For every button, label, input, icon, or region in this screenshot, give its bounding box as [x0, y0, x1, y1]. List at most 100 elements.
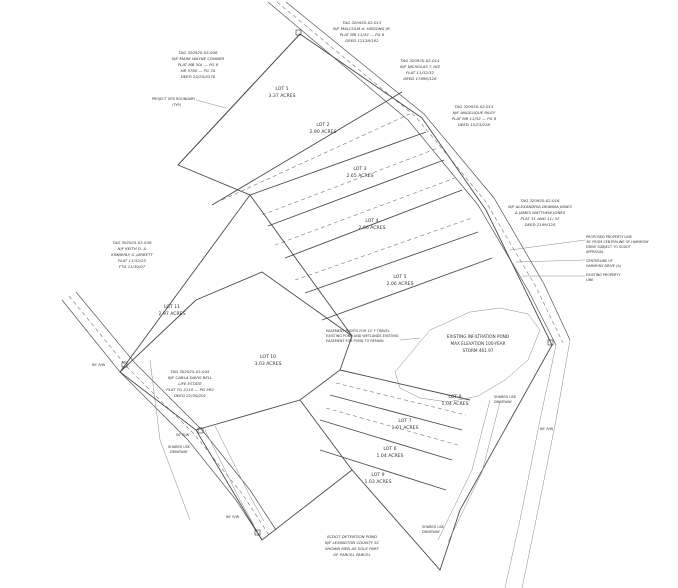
owner-conner-block: TAG 320920-03-006 N/F MARK WAYNE CONNER …: [172, 50, 225, 79]
owner-nicholas-block: TAG 320920-02-014 N/F NICHOLAS T. HIS PL…: [400, 58, 440, 81]
svg-text:LINE: LINE: [586, 278, 594, 282]
svg-text:PROPOSED PROPERTY LINE: PROPOSED PROPERTY LINE: [586, 235, 632, 239]
svg-text:DEED 15/23/258: DEED 15/23/258: [458, 122, 491, 127]
svg-text:EASEMENT FOR POND TO REMAIN: EASEMENT FOR POND TO REMAIN: [326, 339, 384, 343]
lot-5-name: LOT 5: [393, 274, 406, 280]
svg-text:CENTERLINE OF: CENTERLINE OF: [586, 259, 613, 263]
lot-4-area: 2.96 ACRES: [359, 225, 386, 231]
centerline-note: CENTERLINE OF HARMONY DRIVE (A): [515, 259, 622, 268]
svg-text:SHARED USE: SHARED USE: [422, 525, 444, 529]
svg-text:TAG 320920-02-014: TAG 320920-02-014: [401, 58, 440, 63]
lot-2-area: 2.90 ACRES: [310, 129, 337, 135]
lot-4-name: LOT 4: [365, 218, 378, 224]
svg-text:DEED 2189/120: DEED 2189/120: [525, 222, 556, 227]
svg-text:SHARED USE: SHARED USE: [168, 445, 190, 449]
svg-text:MAX ELEVATION 100-YEAR: MAX ELEVATION 100-YEAR: [451, 341, 506, 346]
svg-text:PROJECT SITE BOUNDARY: PROJECT SITE BOUNDARY: [152, 97, 196, 101]
svg-text:TAG 320920-03-006: TAG 320920-03-006: [179, 50, 218, 55]
row-label-1: 60' R/W: [92, 363, 106, 367]
svg-text:PLAT 11/32/25: PLAT 11/32/25: [118, 258, 147, 263]
svg-text:FTG 11/30/07: FTG 11/30/07: [119, 264, 146, 269]
svg-text:TAG 302025-03-045: TAG 302025-03-045: [171, 369, 210, 374]
svg-text:STORM 461.97: STORM 461.97: [462, 348, 493, 353]
svg-text:SCDOT DETENTION POND: SCDOT DETENTION POND: [327, 534, 377, 539]
lot-9-name: LOT 9: [371, 472, 384, 478]
svg-text:DEED 22/25/4576: DEED 22/25/4576: [181, 74, 216, 79]
svg-text:EXISTING POND AND WETLANDS EXI: EXISTING POND AND WETLANDS EXISTING: [326, 334, 399, 338]
svg-text:EXISTING PROPERTY: EXISTING PROPERTY: [586, 273, 621, 277]
owner-scdot-block: SCDOT DETENTION POND N/F LEXINGTON COUNT…: [325, 534, 380, 557]
shared-driveway-right-note: SHARED USE DRIVEWAY: [494, 395, 516, 404]
existing-property-line-note: EXISTING PROPERTY LINE: [522, 273, 621, 282]
svg-text:PLAT TG 2110 — PG 392: PLAT TG 2110 — PG 392: [166, 387, 214, 392]
svg-text:N/F ALEXANDRIA DEANNA JONES: N/F ALEXANDRIA DEANNA JONES: [508, 204, 572, 209]
svg-text:APPROVAL: APPROVAL: [586, 250, 604, 254]
lot-8-area: 1.04 ACRES: [442, 401, 469, 407]
proposed-property-line-note: PROPOSED PROPERTY LINE 30' FROM CENTERLI…: [509, 235, 650, 254]
lot-2-name: LOT 2: [316, 122, 329, 128]
svg-text:30' FROM CENTERLINE OF HARMONY: 30' FROM CENTERLINE OF HARMONY: [586, 240, 650, 244]
lot-6-area: 1.04 ACRES: [377, 453, 404, 459]
lot-lines: [119, 33, 493, 491]
svg-text:DRIVEWAY: DRIVEWAY: [170, 450, 189, 454]
svg-text:PLAT MB 11/32 — PG 8: PLAT MB 11/32 — PG 8: [340, 32, 385, 37]
owner-hissong-block: TAG 320920-02-013 N/F MALCOLM A. HISSONG…: [333, 20, 391, 43]
svg-text:DEED 12138/182: DEED 12138/182: [345, 38, 379, 43]
svg-text:PLAT 11/32/32: PLAT 11/32/32: [406, 70, 435, 75]
lot-9-area: 1.03 ACRES: [365, 479, 392, 485]
survey-monuments: [121, 29, 554, 536]
driveway-stripes: [204, 399, 501, 543]
svg-text:N/F MARK WAYNE CONNER: N/F MARK WAYNE CONNER: [172, 56, 225, 61]
svg-text:TAG 320920-02-016: TAG 320920-02-016: [521, 198, 560, 203]
owner-riley-block: TAG 320920-02-015 N/F ANGELIQUE RILEY PL…: [452, 104, 497, 127]
svg-text:PLAT MB 11/32 — PG 8: PLAT MB 11/32 — PG 8: [452, 116, 497, 121]
lot-10-name: LOT 10: [260, 354, 276, 360]
svg-text:OF PARCEL PARCEL: OF PARCEL PARCEL: [333, 552, 371, 557]
lot-8-name: LOT 8: [448, 394, 461, 400]
svg-text:DRIVEWAY: DRIVEWAY: [494, 400, 513, 404]
svg-text:DRIVE SUBJECT TO SCDOT: DRIVE SUBJECT TO SCDOT: [586, 245, 632, 249]
lot-11-area: 2.97 ACRES: [159, 311, 186, 317]
lot-1-name: LOT 1: [275, 86, 288, 92]
row-label-4: 60' R/W: [540, 427, 554, 431]
svg-text:N/F KEITH D. &: N/F KEITH D. &: [118, 246, 147, 251]
svg-text:TAG 302025-03-038: TAG 302025-03-038: [113, 240, 152, 245]
lot-11-name: LOT 11: [164, 304, 180, 310]
lot-7-name: LOT 7: [398, 418, 411, 424]
svg-text:HARMONY DRIVE (A): HARMONY DRIVE (A): [586, 264, 622, 268]
svg-text:HB 3760 — PG 7A: HB 3760 — PG 7A: [181, 68, 216, 73]
shared-driveway-bottom-note: SHARED USE DRIVEWAY: [422, 525, 444, 534]
shared-driveway-left-note: SHARED USE DRIVEWAY: [168, 445, 190, 454]
svg-text:SHARED USE: SHARED USE: [494, 395, 516, 399]
lower-left-road: [61, 291, 277, 541]
svg-text:N/F LEXINGTON COUNTY SC: N/F LEXINGTON COUNTY SC: [325, 540, 380, 545]
svg-text:PLAT MB 30L — PG 8: PLAT MB 30L — PG 8: [178, 62, 219, 67]
svg-text:N/F CARLA DAVIS BELL: N/F CARLA DAVIS BELL: [168, 375, 212, 380]
owner-jones-block: TAG 320920-02-016 N/F ALEXANDRIA DEANNA …: [508, 198, 572, 227]
lot-7-area: 1.01 ACRES: [392, 425, 419, 431]
existing-infiltration-pond: [394, 307, 541, 403]
svg-text:EASEMENT RIGHTS FOR 15' F TRAV: EASEMENT RIGHTS FOR 15' F TRAVEL: [326, 329, 390, 333]
svg-text:TAG 320920-02-013: TAG 320920-02-013: [343, 20, 382, 25]
row-label-3: 60' R/W: [226, 515, 240, 519]
svg-text:DEED 17896/126: DEED 17896/126: [403, 76, 437, 81]
svg-text:EXISTING INFILTRATION POND: EXISTING INFILTRATION POND: [447, 334, 509, 339]
svg-text:SHOWN MEN AS SOLE PART: SHOWN MEN AS SOLE PART: [325, 546, 380, 551]
row-label-2: 50' R/W: [176, 433, 190, 437]
svg-text:N/F ANGELIQUE RILEY: N/F ANGELIQUE RILEY: [453, 110, 496, 115]
harmony-drive-road: [267, 1, 571, 588]
lot-3-area: 2.65 ACRES: [347, 173, 374, 179]
lot-6-name: LOT 6: [383, 446, 396, 452]
svg-text:N/F MALCOLM A. HISSONG JR.: N/F MALCOLM A. HISSONG JR.: [333, 26, 391, 31]
svg-text:LIFE ESTATE: LIFE ESTATE: [178, 381, 202, 386]
svg-text:& JAMES MATTHEW JONES: & JAMES MATTHEW JONES: [515, 210, 566, 215]
easement-note: EASEMENT RIGHTS FOR 15' F TRAVEL EXISTIN…: [326, 329, 421, 343]
svg-text:TAG 320920-02-015: TAG 320920-02-015: [455, 104, 494, 109]
svg-text:N/F NICHOLAS T. HIS: N/F NICHOLAS T. HIS: [400, 64, 440, 69]
owner-keith-block: TAG 302025-03-038 N/F KEITH D. & KIMBERL…: [111, 240, 153, 269]
lot-3-name: LOT 3: [353, 166, 366, 172]
svg-text:PLAT 31 AND 11/ 32: PLAT 31 AND 11/ 32: [521, 216, 560, 221]
svg-text:DEED 22/30/201: DEED 22/30/201: [174, 393, 206, 398]
project-boundary-note: PROJECT SITE BOUNDARY (TYP.): [152, 97, 227, 109]
